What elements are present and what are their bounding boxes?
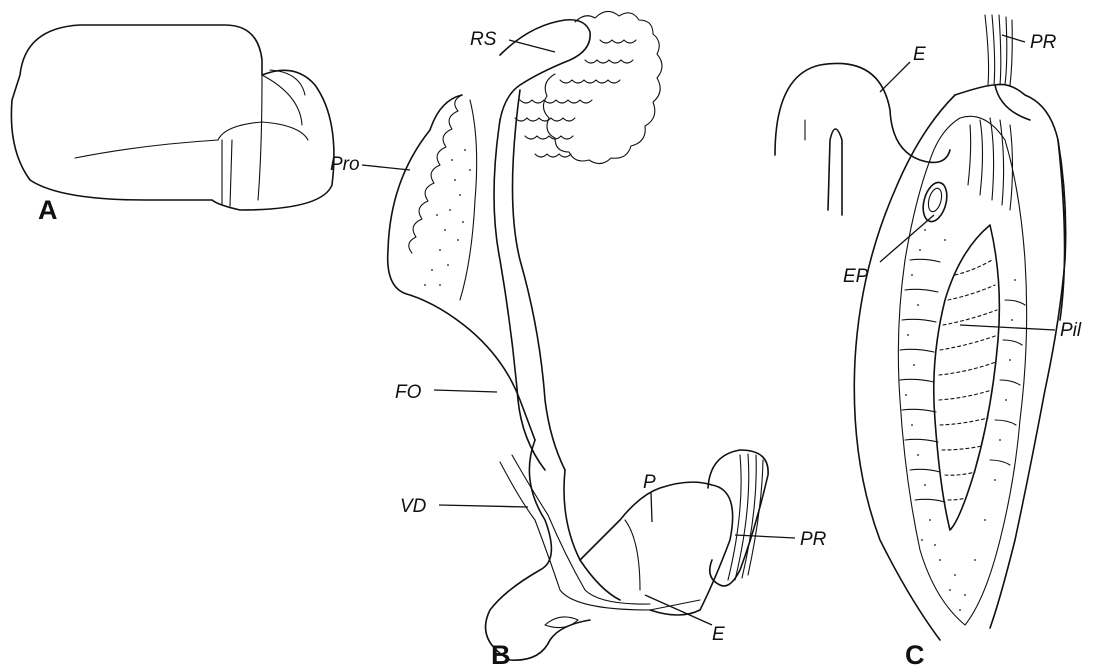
panel-label-b: B (491, 640, 511, 670)
label-rs: RS (470, 29, 497, 50)
leader-e-c (880, 62, 910, 92)
label-vd: VD (400, 496, 427, 517)
leader-pro (362, 165, 410, 170)
leader-fo (434, 390, 497, 392)
panel-a-shell-drawing (11, 25, 334, 210)
label-p: P (643, 472, 656, 493)
label-e-b: E (712, 624, 725, 645)
label-e-c: E (913, 44, 926, 65)
panel-b-reproductive-drawing (388, 11, 768, 660)
label-pil: Pil (1060, 320, 1082, 341)
leader-vd (439, 505, 528, 507)
leader-pil (960, 325, 1055, 330)
leader-p (651, 492, 652, 522)
label-ep: EP (843, 266, 869, 287)
leader-pr-c (1002, 35, 1025, 42)
panel-label-a: A (38, 195, 58, 225)
label-pr-c: PR (1030, 32, 1057, 53)
leader-ep (880, 215, 934, 262)
gland-lobes (543, 11, 662, 163)
prostate-stipple (424, 149, 471, 286)
leader-rs (509, 40, 555, 52)
label-fo: FO (395, 382, 422, 403)
leader-e-b (645, 595, 712, 625)
wall-folds (900, 259, 1025, 502)
label-pro: Pro (330, 154, 360, 175)
pilaster-ridges (939, 260, 998, 500)
retractor-fibres-c (985, 15, 1012, 85)
panel-label-c: C (905, 640, 925, 670)
folds-top (968, 118, 1013, 210)
label-pr-b: PR (800, 529, 827, 550)
